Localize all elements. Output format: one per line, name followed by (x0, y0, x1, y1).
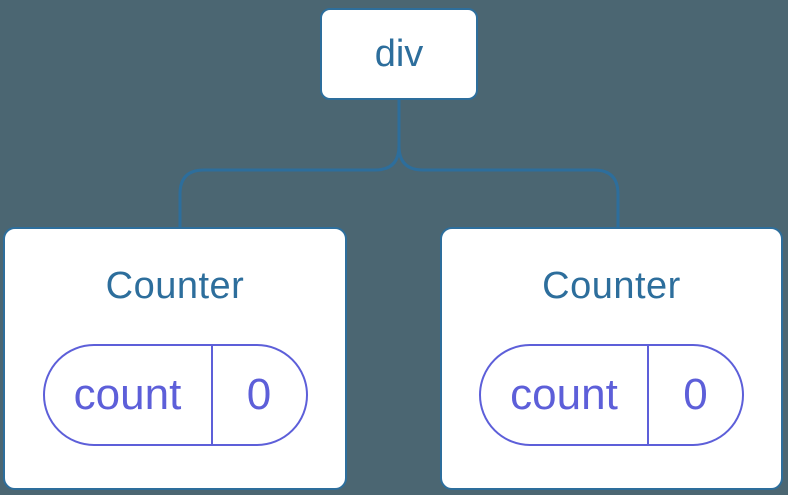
component-card-right: Counter count 0 (440, 227, 783, 490)
state-value: 0 (683, 369, 708, 419)
connector-branch-right (397, 100, 620, 227)
root-node: div (320, 8, 478, 100)
component-title: Counter (105, 265, 245, 307)
root-node-label: div (374, 32, 424, 75)
state-pill: count 0 (42, 343, 308, 446)
component-title: Counter (542, 265, 681, 307)
state-value: 0 (246, 369, 272, 419)
connector-branch-left (178, 100, 401, 227)
state-key: count (481, 345, 649, 444)
component-card-left: Counter count 0 (3, 227, 347, 490)
state-pill: count 0 (479, 343, 744, 446)
state-key: count (45, 345, 213, 444)
